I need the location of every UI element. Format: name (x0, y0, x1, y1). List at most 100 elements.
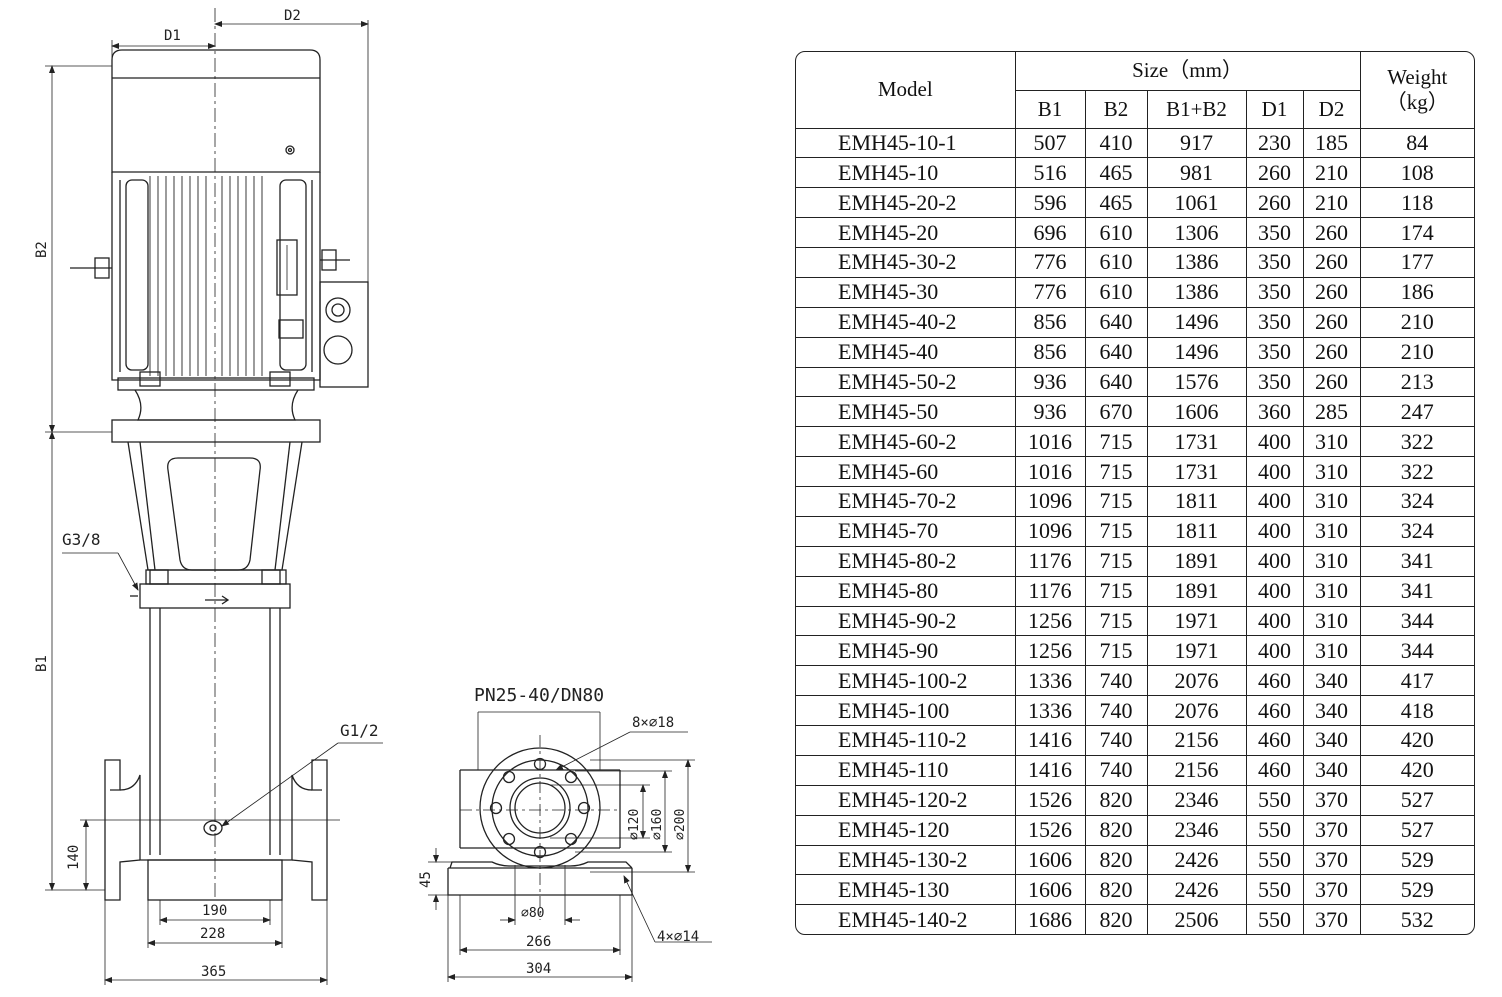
cell-b1: 856 (1014, 306, 1086, 338)
cell-weight: 420 (1359, 754, 1474, 786)
flange-end-view (447, 735, 633, 920)
pump-elevation-dimensions (45, 20, 383, 985)
cell-b1: 1606 (1014, 844, 1086, 876)
cell-b1: 1686 (1014, 904, 1086, 934)
cell-b1: 696 (1014, 217, 1086, 248)
cell-weight: 529 (1359, 874, 1474, 906)
cell-model: EMH45-130-2 (796, 844, 1016, 876)
cell-b1-plus-b2: 1811 (1146, 515, 1247, 547)
cell-b2: 715 (1084, 515, 1148, 547)
cell-weight: 341 (1359, 545, 1474, 577)
cell-b1: 507 (1014, 127, 1086, 159)
cell-b2: 740 (1084, 725, 1148, 756)
cell-weight: 527 (1359, 814, 1474, 846)
header-weight-unit: （kg） (1385, 89, 1449, 114)
cell-d2: 310 (1302, 515, 1361, 547)
drawing-labels: D1 D2 B2 B1 G3/8 G1/2 140 190 228 365 PN… (34, 8, 699, 980)
cell-d2: 210 (1302, 157, 1361, 189)
label-45: 45 (418, 871, 434, 888)
cell-b2: 715 (1084, 426, 1148, 458)
cell-model: EMH45-130 (796, 874, 1016, 906)
cell-b1-plus-b2: 1576 (1146, 366, 1247, 398)
cell-d1: 350 (1245, 217, 1304, 248)
label-365: 365 (201, 964, 226, 980)
cell-b1: 1336 (1014, 665, 1086, 697)
cell-d1: 400 (1245, 426, 1304, 458)
cell-b1: 1526 (1014, 784, 1086, 816)
cell-b2: 610 (1084, 276, 1148, 308)
cell-weight: 118 (1359, 187, 1474, 219)
cell-weight: 532 (1359, 904, 1474, 934)
cell-b1-plus-b2: 1386 (1146, 247, 1247, 278)
cell-b2: 820 (1084, 904, 1148, 934)
cell-model: EMH45-80 (796, 575, 1016, 607)
label-b2: B2 (34, 241, 50, 258)
header-col-b1-plus-b2: B1+B2 (1146, 89, 1247, 129)
cell-b2: 640 (1084, 366, 1148, 398)
cell-weight: 344 (1359, 635, 1474, 667)
cell-d1: 550 (1245, 844, 1304, 876)
motor-cooling-fins (149, 176, 263, 376)
cell-model: EMH45-60-2 (796, 426, 1016, 458)
cell-b1: 1606 (1014, 874, 1086, 906)
cell-weight: 344 (1359, 605, 1474, 637)
cell-b2: 715 (1084, 605, 1148, 637)
cell-b2: 410 (1084, 127, 1148, 159)
header-col-d2: D2 (1302, 89, 1361, 129)
cell-d1: 260 (1245, 187, 1304, 219)
cell-b1: 1416 (1014, 725, 1086, 756)
cell-model: EMH45-20-2 (796, 187, 1016, 219)
cell-b1-plus-b2: 1306 (1146, 217, 1247, 248)
cell-d1: 230 (1245, 127, 1304, 159)
cell-d1: 400 (1245, 515, 1304, 547)
cell-b1-plus-b2: 2426 (1146, 874, 1247, 906)
header-weight-label: Weight (1387, 64, 1448, 89)
cell-d1: 350 (1245, 366, 1304, 398)
cell-d1: 460 (1245, 725, 1304, 756)
cell-d1: 550 (1245, 904, 1304, 934)
cell-b1: 596 (1014, 187, 1086, 219)
cell-b1-plus-b2: 1496 (1146, 306, 1247, 338)
cell-b2: 465 (1084, 187, 1148, 219)
cell-d2: 310 (1302, 635, 1361, 667)
cell-weight: 420 (1359, 725, 1474, 756)
cell-weight: 213 (1359, 366, 1474, 398)
cell-d2: 370 (1302, 814, 1361, 846)
label-dia200: ⌀200 (673, 809, 688, 840)
cell-b1: 1016 (1014, 456, 1086, 487)
cell-b2: 715 (1084, 486, 1148, 517)
cell-d2: 260 (1302, 217, 1361, 248)
cell-d2: 340 (1302, 725, 1361, 756)
header-col-d1: D1 (1245, 89, 1304, 129)
cell-d1: 400 (1245, 575, 1304, 607)
cell-d1: 350 (1245, 247, 1304, 278)
cell-b2: 820 (1084, 814, 1148, 846)
cell-d2: 185 (1302, 127, 1361, 159)
cell-weight: 210 (1359, 336, 1474, 368)
label-b1: B1 (34, 655, 50, 672)
cell-model: EMH45-40 (796, 336, 1016, 368)
label-holes-base: 4×⌀14 (657, 929, 699, 945)
cell-b2: 820 (1084, 874, 1148, 906)
label-flange-spec: PN25-40/DN80 (474, 685, 604, 706)
cell-weight: 210 (1359, 306, 1474, 338)
cell-d1: 400 (1245, 605, 1304, 637)
pump-dimension-drawing: D1 D2 B2 B1 G3/8 G1/2 140 190 228 365 PN… (34, 8, 712, 985)
cell-b1-plus-b2: 1811 (1146, 486, 1247, 517)
cell-b1: 1016 (1014, 426, 1086, 458)
label-304: 304 (526, 961, 551, 977)
header-model: Model (796, 52, 1016, 129)
cell-d2: 310 (1302, 605, 1361, 637)
